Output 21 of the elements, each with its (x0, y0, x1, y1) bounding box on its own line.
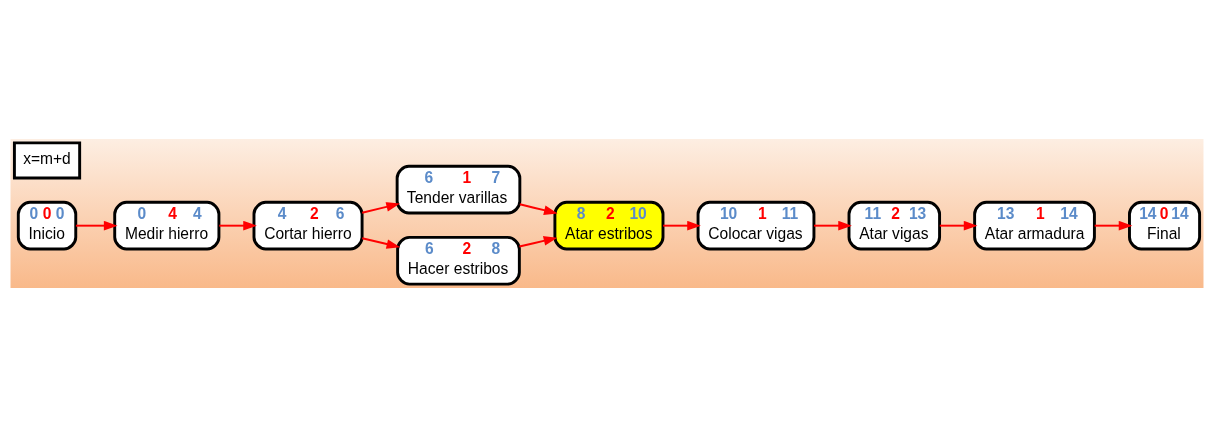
node-box: 6 2 8 Hacer estribos (396, 235, 521, 286)
node-box: 0 4 4 Medir hierro (113, 200, 221, 251)
node-box: 6 1 7 Tender varillas (395, 164, 522, 215)
arrow (813, 220, 852, 231)
arrow (74, 220, 118, 231)
node-box: 10 1 11 Colocar vigas (696, 200, 816, 251)
node-box: 11 2 13 Atar vigas (847, 200, 942, 251)
arrow (1093, 220, 1133, 231)
node-box: 13 1 14 Atar armadura (973, 200, 1096, 251)
node-box: 0 0 0 Inicio (16, 200, 78, 251)
arrow (938, 220, 978, 231)
node-box: 4 2 6 Cortar hierro (252, 200, 364, 251)
node-box: 8 2 10 Atar estribos (553, 200, 665, 251)
arrow (361, 202, 400, 214)
arrow (662, 220, 701, 231)
node-box: x=m+d (12, 141, 82, 180)
arrow (518, 203, 558, 215)
arrow (361, 237, 401, 249)
arrow (218, 220, 257, 231)
arrow (518, 236, 558, 248)
node-box: 14 0 14 Final (1128, 200, 1202, 251)
